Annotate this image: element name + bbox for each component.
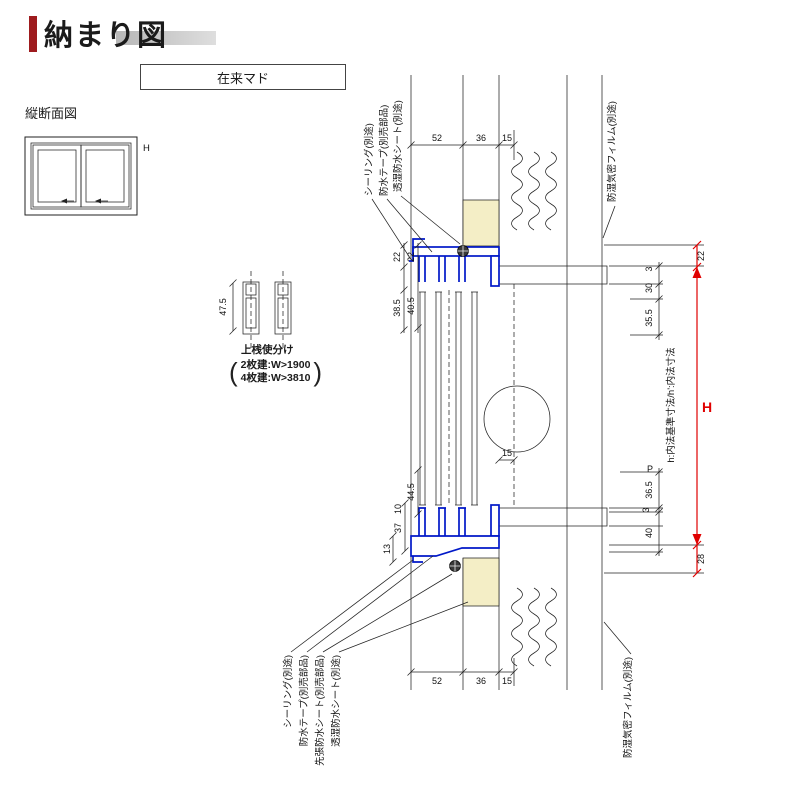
callout-breathable-sheet-top: 透湿防水シート(別途)	[392, 100, 404, 192]
callout-waterproof-tape-top: 防水テープ(別売部品)	[378, 105, 390, 196]
fastener-symbols	[449, 245, 469, 572]
wood-blocking	[462, 199, 500, 607]
dim-right-3b: 3	[641, 507, 651, 512]
rail-note-title: 上桟使分け	[241, 344, 294, 356]
sill-frame-profile	[410, 504, 500, 563]
rail-detail-dim: 47.5	[218, 298, 228, 316]
callout-sealing-top: シーリング(別途)	[363, 123, 375, 196]
insulation-coils	[511, 151, 557, 667]
open-paren: (	[229, 357, 238, 388]
rail-usage-note: 上桟使分け ( 2枚建:W>1900 4枚建:W>3810 )	[229, 344, 322, 386]
dim-middle: 15 P	[495, 448, 653, 474]
dim-red-22: 22	[696, 251, 706, 261]
interior-casing	[498, 265, 608, 527]
callout-vapor-film-bottom: 防湿気密フィルム(別途)	[622, 657, 634, 758]
inner-height-note: h:内法基準寸法/h':内法寸法	[665, 347, 677, 462]
dim-left-38-5: 38.5	[392, 299, 402, 317]
callout-breathable-sheet-bottom: 透湿防水シート(別途)	[330, 655, 342, 747]
upper-rail-detail: 47.5	[218, 271, 292, 348]
slide-direction-arrows	[61, 198, 108, 204]
dim-chain-right: 3 30 35.5 36.5 3 40	[604, 244, 704, 574]
dim-row-top: 52 36 15	[407, 133, 518, 149]
section-view-label: 縦断面図	[25, 106, 78, 121]
dim-red-28: 28	[696, 554, 706, 564]
dim-top-36: 36	[476, 133, 486, 143]
dim-bottom-36: 36	[476, 676, 486, 686]
crescent-zone-circle	[483, 385, 551, 453]
dim-bottom-52: 52	[432, 676, 442, 686]
dim-top-15: 15	[502, 133, 512, 143]
rail-note-line-1: 2枚建:W>1900	[240, 358, 311, 371]
dim-row-bottom: 52 36 15	[407, 668, 518, 686]
dim-left-13: 13	[382, 544, 392, 554]
close-paren: )	[313, 357, 323, 388]
dim-bottom-15: 15	[502, 676, 512, 686]
callouts-bottom: シーリング(別途) 防水テープ(別売部品) 先張防水シート(別売部品) 透湿防水…	[282, 555, 634, 766]
page-title: 納まり図	[44, 20, 169, 52]
callouts-top: シーリング(別途) 防水テープ(別売部品) 透湿防水シート(別途) 防湿気密フィ…	[363, 100, 618, 259]
callout-pre-applied-sheet-bottom: 先張防水シート(別売部品)	[314, 655, 326, 766]
sketch-height-label: H	[143, 143, 150, 154]
dim-left-10: 10	[393, 504, 403, 514]
dim-right-3a: 3	[644, 266, 654, 271]
height-h-label: H	[702, 399, 712, 415]
window-type-label: 在来マド	[216, 70, 269, 86]
sash-sections	[419, 290, 478, 506]
callout-sealing-bottom: シーリング(別途)	[282, 655, 294, 728]
dim-left-22a: 22	[392, 252, 402, 262]
dim-top-52: 52	[432, 133, 442, 143]
wall-lines	[410, 75, 603, 690]
window-elevation-sketch: H	[24, 136, 150, 216]
title-accent-bar	[29, 16, 37, 52]
head-frame-profile	[409, 238, 500, 287]
callout-waterproof-tape-bottom: 防水テープ(別売部品)	[298, 655, 310, 746]
dim-overall-height: 22 28 H h:内法基準寸法/h':内法寸法	[665, 240, 712, 578]
dim-left-40-5: 40.5	[406, 297, 416, 315]
dim-right-40: 40	[644, 528, 654, 538]
dim-right-30: 30	[644, 283, 654, 293]
dim-mid-15: 15	[502, 448, 512, 458]
callout-vapor-film-top: 防湿気密フィルム(別途)	[606, 101, 618, 202]
dim-left-22b: 22	[406, 252, 416, 262]
window-type-box: 在来マド	[140, 64, 346, 90]
title-underline-strip	[116, 31, 216, 45]
rail-note-line-2: 4枚建:W>3810	[240, 372, 311, 385]
dim-left-44-5: 44.5	[406, 483, 416, 501]
dim-chain-left: 22 22 38.5 40.5 44.5 10 37 13	[382, 241, 422, 566]
dim-p: P	[647, 464, 653, 474]
dim-right-35-5: 35.5	[644, 309, 654, 327]
dim-left-37: 37	[393, 523, 403, 533]
dim-right-36-5: 36.5	[644, 481, 654, 499]
